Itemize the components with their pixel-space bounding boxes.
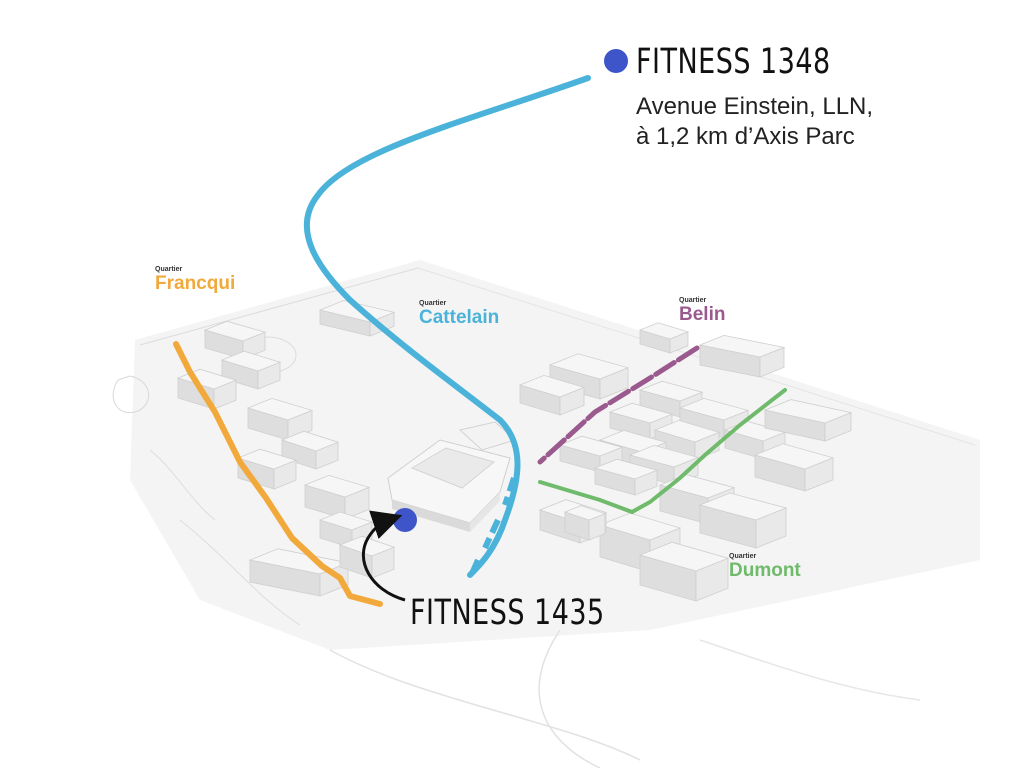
curved-arrow-icon [361, 510, 406, 602]
building-face [236, 448, 298, 470]
building-face [338, 535, 396, 557]
building-face [246, 397, 314, 421]
building-face [548, 353, 630, 380]
building-face [598, 512, 682, 541]
district-name: Francqui [155, 273, 236, 294]
district-label-dumont: Quartier Dumont [729, 553, 801, 582]
location-name: FITNESS 1435 [410, 593, 605, 634]
buildings-layer [176, 299, 853, 602]
building-face [563, 505, 607, 521]
belin-route [537, 345, 700, 465]
building-face [280, 430, 340, 452]
location-label-fitness-1348: FITNESS 1348 [636, 42, 831, 82]
district-label-belin: Quartier Belin [679, 297, 725, 326]
building-face [303, 474, 371, 498]
district-name: Cattelain [419, 307, 500, 328]
address-line-1: Avenue Einstein, LLN, [636, 93, 874, 120]
building-face [698, 334, 786, 358]
building-face [638, 541, 730, 572]
dumont-route [538, 388, 787, 515]
district-name: Dumont [729, 560, 801, 581]
building-face [598, 429, 668, 453]
building-face [608, 402, 674, 424]
location-dot-icon[interactable] [604, 49, 628, 73]
location-address: Avenue Einstein, LLN, à 1,2 km d’Axis Pa… [636, 92, 873, 152]
district-label-cattelain: Quartier Cattelain [419, 300, 499, 329]
building-face [203, 320, 267, 342]
cattelain-route [303, 75, 591, 578]
building-face [558, 435, 624, 457]
address-line-2: à 1,2 km d’Axis Parc [636, 123, 855, 150]
location-dot-icon[interactable] [393, 508, 417, 532]
district-prefix: Quartier [419, 300, 447, 307]
district-prefix: Quartier [729, 553, 757, 560]
fitness-1435-building [387, 421, 516, 532]
district-label-francqui: Quartier Francqui [155, 266, 235, 295]
location-name: FITNESS 1348 [636, 42, 831, 83]
building-face [518, 374, 586, 398]
building-face [698, 492, 788, 521]
building-face [638, 322, 690, 340]
district-prefix: Quartier [679, 297, 707, 304]
building-face [638, 380, 704, 402]
district-prefix: Quartier [155, 266, 183, 273]
building-face [220, 350, 282, 372]
building-face [753, 443, 835, 470]
building-face [628, 444, 700, 468]
building-face [653, 419, 721, 443]
district-name: Belin [679, 304, 726, 325]
francqui-route [173, 341, 383, 607]
building-face [763, 399, 853, 424]
building-face [678, 397, 750, 421]
location-label-fitness-1435: FITNESS 1435 [410, 593, 605, 633]
building-face [318, 299, 396, 323]
building-face [593, 458, 659, 480]
cattelain-route-dash [467, 477, 517, 580]
